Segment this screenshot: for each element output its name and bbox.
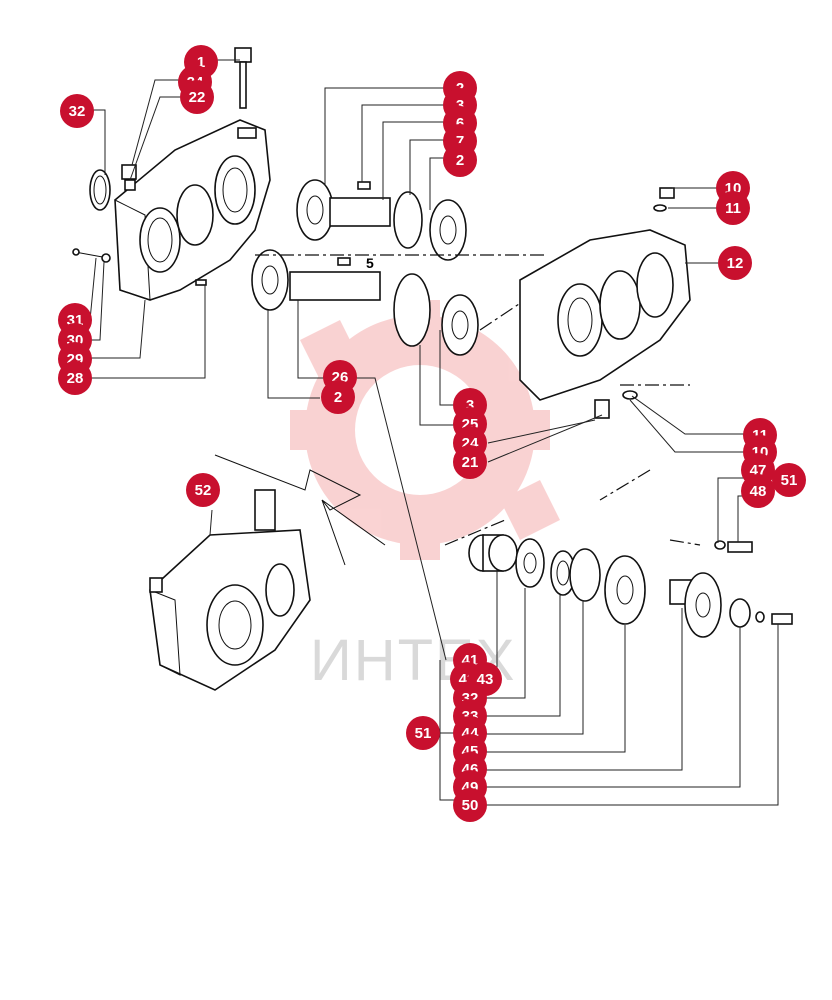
flange-assembly-parts	[468, 534, 793, 638]
pin-28	[195, 279, 207, 286]
dipstick	[234, 47, 252, 109]
label-5: 5	[366, 255, 374, 271]
callout-11: 11	[716, 191, 750, 225]
key-5	[337, 257, 351, 266]
svg-text:2: 2	[456, 152, 464, 169]
svg-text:51: 51	[415, 725, 432, 742]
callout-32: 32	[60, 94, 94, 128]
bolt-left	[72, 248, 111, 263]
svg-text:2: 2	[334, 389, 342, 406]
callout-52: 52	[186, 473, 220, 507]
axis-line-flange-a	[444, 519, 506, 546]
svg-text:3: 3	[466, 397, 474, 414]
svg-text:3: 3	[456, 97, 464, 114]
svg-text:12: 12	[727, 255, 744, 272]
svg-text:7: 7	[456, 133, 464, 150]
callout-51: 51	[772, 463, 806, 497]
assembled-gearbox	[149, 489, 311, 691]
svg-text:21: 21	[462, 454, 479, 471]
upper-shaft-assembly	[296, 179, 467, 261]
axis-line-flange-b	[599, 469, 701, 546]
svg-text:1: 1	[197, 54, 205, 71]
svg-text:43: 43	[477, 671, 494, 688]
callout-21: 21	[453, 445, 487, 479]
svg-text:32: 32	[69, 103, 86, 120]
seal-ring-left	[89, 169, 111, 211]
callout-48: 48	[741, 474, 775, 508]
callout-12: 12	[718, 246, 752, 280]
key-3	[357, 181, 371, 190]
plug-washer	[124, 179, 136, 191]
svg-text:6: 6	[456, 115, 464, 132]
svg-text:52: 52	[195, 482, 212, 499]
svg-text:50: 50	[462, 797, 479, 814]
lower-shaft-assembly	[251, 249, 479, 356]
breather-top	[659, 187, 675, 199]
drain-plug	[594, 399, 610, 419]
plug-top	[121, 164, 137, 180]
left-housing-half	[114, 119, 271, 301]
callout-50: 50	[453, 788, 487, 822]
callout-22: 22	[180, 80, 214, 114]
leader-lines	[80, 59, 779, 806]
svg-text:28: 28	[67, 370, 84, 387]
callout-28: 28	[58, 361, 92, 395]
right-housing-half	[519, 229, 691, 401]
svg-text:11: 11	[725, 200, 741, 217]
svg-text:22: 22	[189, 89, 206, 106]
callout-2: 2	[443, 143, 477, 177]
washer-top	[653, 204, 667, 212]
svg-text:51: 51	[781, 472, 798, 489]
svg-text:48: 48	[750, 483, 767, 500]
callout-2: 2	[321, 380, 355, 414]
callout-51: 51	[406, 716, 440, 750]
assembly-arrow	[214, 454, 386, 566]
